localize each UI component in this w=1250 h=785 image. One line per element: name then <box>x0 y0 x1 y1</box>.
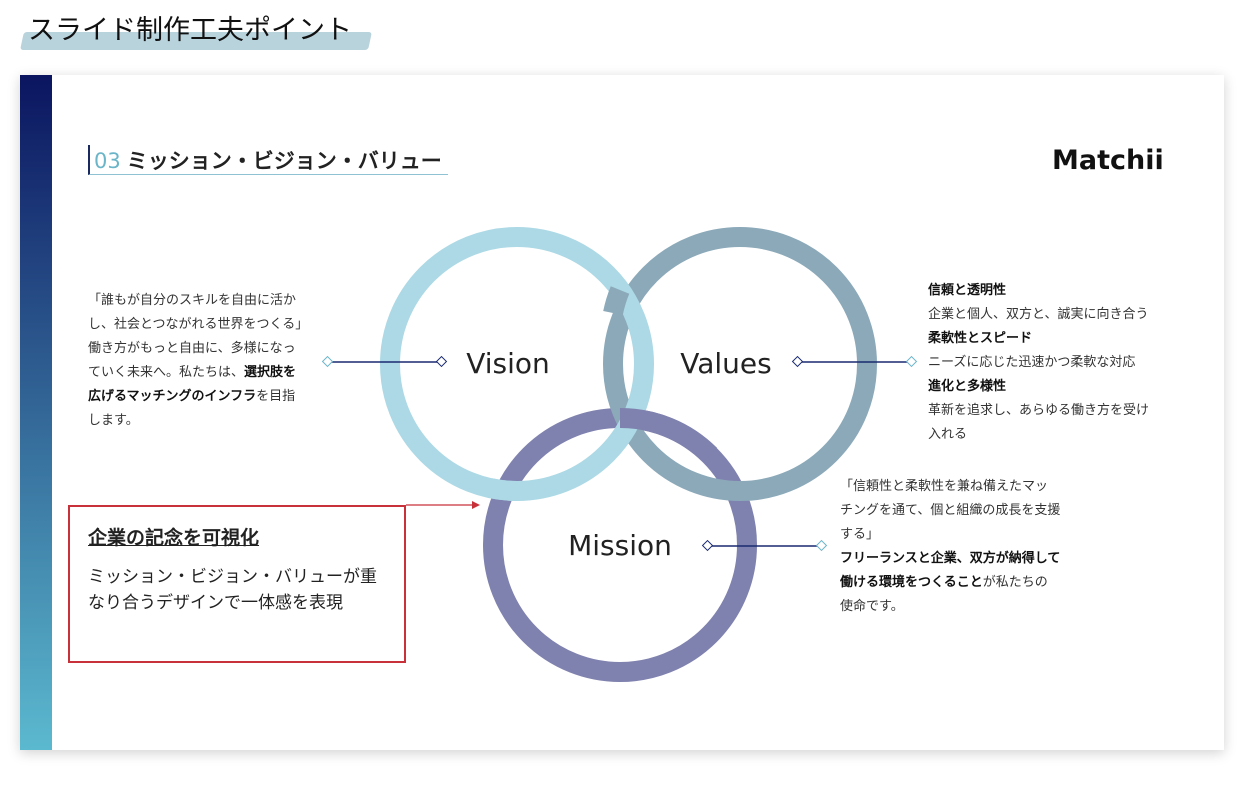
callout-box: 企業の記念を可視化 ミッション・ビジョン・バリューが重なり合うデザインで一体感を… <box>68 505 406 663</box>
logo: Matchii <box>1052 145 1164 176</box>
values-connector <box>791 355 918 368</box>
vision-description: 「誰もが自分のスキルを自由に活かし、社会とつながれる世界をつくる」働き方がもっと… <box>88 293 309 428</box>
callout-arrow <box>406 501 480 509</box>
slide-side-bar <box>20 75 52 750</box>
callout-body: ミッション・ビジョン・バリューが重なり合うデザインで一体感を表現 <box>88 567 377 613</box>
vision-connector <box>321 355 448 368</box>
vision-label: Vision <box>466 347 550 380</box>
values-description: 信頼と透明性企業と個人、双方と、誠実に向き合う 柔軟性とスピードニーズに応じた迅… <box>928 283 1150 442</box>
values-circle <box>603 227 877 501</box>
mission-connector <box>701 539 828 552</box>
mission-label: Mission <box>568 529 672 562</box>
mission-description: 「信頼性と柔軟性を兼ね備えたマッチングを通て、個と組織の成長を支援する」 フリー… <box>840 479 1061 614</box>
values-label: Values <box>680 347 771 380</box>
callout-title: 企業の記念を可視化 <box>88 527 260 549</box>
page-heading: スライド制作工夫ポイント <box>28 15 352 46</box>
slide-title-text: ミッション・ビジョン・バリュー <box>126 149 442 173</box>
section-number: 03 <box>94 149 121 173</box>
venn-diagram: Vision Values Mission <box>321 227 918 682</box>
